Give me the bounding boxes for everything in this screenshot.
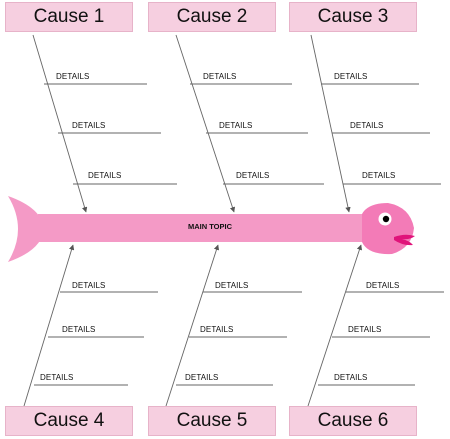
detail-label: DETAILS — [88, 171, 122, 180]
detail-label: DETAILS — [362, 171, 396, 180]
cause-6-box[interactable]: Cause 6 — [289, 406, 417, 436]
bone-cause-5 — [165, 244, 220, 407]
detail-label: DETAILS — [350, 121, 384, 130]
fish-spine — [38, 214, 370, 242]
detail-label: DETAILS — [334, 72, 368, 81]
cause-5-box[interactable]: Cause 5 — [148, 406, 276, 436]
detail-label: DETAILS — [185, 373, 219, 382]
fish-head — [362, 203, 414, 255]
bone-cause-3 — [310, 34, 351, 213]
bone-cause-2 — [175, 34, 236, 213]
detail-label: DETAILS — [348, 325, 382, 334]
cause-1-box[interactable]: Cause 1 — [5, 2, 133, 32]
detail-label: DETAILS — [200, 325, 234, 334]
detail-label: DETAILS — [72, 281, 106, 290]
detail-label: DETAILS — [72, 121, 106, 130]
detail-label: DETAILS — [40, 373, 74, 382]
detail-label: DETAILS — [334, 373, 368, 382]
cause-3-box[interactable]: Cause 3 — [289, 2, 417, 32]
fish-lips — [394, 234, 415, 246]
main-topic-label: MAIN TOPIC — [187, 222, 233, 231]
detail-label: DETAILS — [236, 171, 270, 180]
fish-tail — [8, 196, 44, 262]
bone-cause-1 — [32, 34, 88, 213]
detail-label: DETAILS — [56, 72, 90, 81]
fish-pupil — [382, 215, 390, 223]
detail-label: DETAILS — [366, 281, 400, 290]
detail-label: DETAILS — [203, 72, 237, 81]
bone-cause-6 — [307, 244, 363, 407]
cause-2-box[interactable]: Cause 2 — [148, 2, 276, 32]
detail-label: DETAILS — [62, 325, 96, 334]
detail-label: DETAILS — [219, 121, 253, 130]
bone-cause-4 — [23, 244, 75, 407]
detail-label: DETAILS — [215, 281, 249, 290]
cause-4-box[interactable]: Cause 4 — [5, 406, 133, 436]
